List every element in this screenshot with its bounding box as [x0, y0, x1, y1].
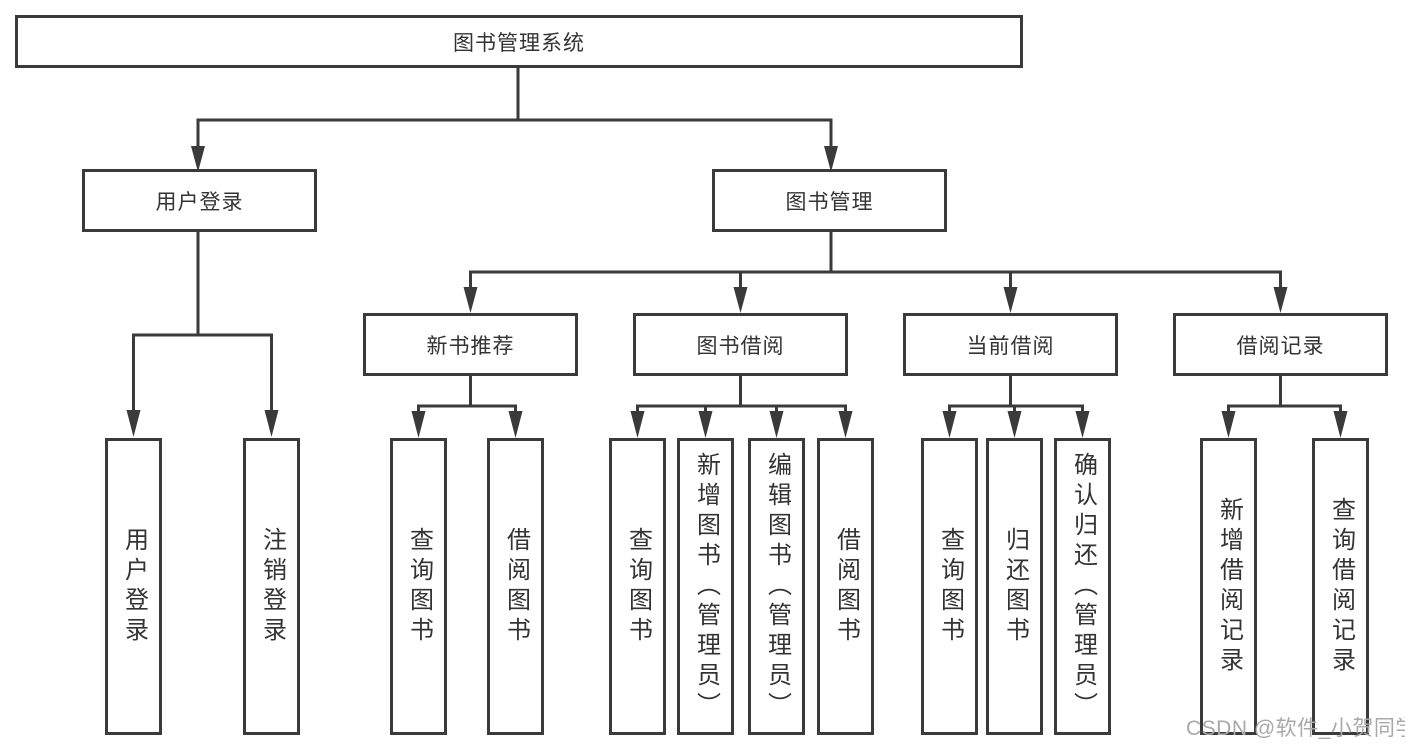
leaf-return-book-label: 归还图书	[1001, 526, 1029, 647]
connector-user-login-to-leaves	[126, 232, 279, 437]
connector-new-book-recommend-to-leaves	[411, 375, 523, 438]
leaf-add-book-admin-label: 新增图书（管理员）	[692, 451, 720, 722]
leaf-query-books-borrowing: 查询图书	[609, 438, 666, 735]
node-new-book-recommend: 新书推荐	[363, 313, 578, 376]
leaf-query-books-borrowing-label: 查询图书	[624, 526, 652, 647]
node-root-label: 图书管理系统	[453, 31, 585, 55]
connector-book-borrowing-to-leaves	[630, 375, 853, 438]
node-new-book-recommend-label: 新书推荐	[426, 334, 515, 358]
leaf-edit-book-admin-label: 编辑图书（管理员）	[763, 451, 791, 722]
leaf-return-book: 归还图书	[986, 438, 1043, 735]
leaf-add-borrow-record: 新增借阅记录	[1200, 438, 1257, 735]
leaf-add-borrow-record-label: 新增借阅记录	[1215, 496, 1243, 677]
leaf-query-books-current: 查询图书	[921, 438, 978, 735]
node-user-login-label: 用户登录	[155, 190, 244, 214]
leaf-add-book-admin: 新增图书（管理员）	[677, 438, 734, 735]
leaf-user-login: 用户登录	[105, 438, 162, 735]
leaf-confirm-return-admin-label: 确认归还（管理员）	[1069, 451, 1097, 722]
leaf-query-borrow-record: 查询借阅记录	[1312, 438, 1369, 735]
csdn-watermark: CSDN @软件_小贺同学	[1186, 717, 1405, 740]
node-current-borrowing: 当前借阅	[903, 313, 1118, 376]
node-root: 图书管理系统	[15, 15, 1023, 68]
leaf-query-books-recommend: 查询图书	[390, 438, 447, 735]
leaf-query-borrow-record-label: 查询借阅记录	[1327, 496, 1355, 677]
connector-book-management-to-level3	[463, 232, 1288, 313]
leaf-borrow-books-recommend-label: 借阅图书	[502, 526, 530, 647]
leaf-borrow-books-recommend: 借阅图书	[487, 438, 544, 735]
node-book-borrowing: 图书借阅	[633, 313, 848, 376]
leaf-logout-label: 注销登录	[258, 526, 286, 647]
leaf-borrow-books-borrowing-label: 借阅图书	[832, 526, 860, 647]
node-user-login: 用户登录	[82, 169, 317, 232]
node-borrowing-records: 借阅记录	[1173, 313, 1388, 376]
node-borrowing-records-label: 借阅记录	[1236, 334, 1325, 358]
leaf-edit-book-admin: 编辑图书（管理员）	[748, 438, 805, 735]
leaf-confirm-return-admin: 确认归还（管理员）	[1054, 438, 1111, 735]
connector-root-to-level2	[191, 68, 838, 172]
connector-borrowing-records-to-leaves	[1221, 375, 1348, 438]
node-book-borrowing-label: 图书借阅	[696, 334, 785, 358]
leaf-query-books-current-label: 查询图书	[936, 526, 964, 647]
leaf-user-login-label: 用户登录	[120, 526, 148, 647]
node-current-borrowing-label: 当前借阅	[966, 334, 1055, 358]
node-book-management-label: 图书管理	[785, 190, 874, 214]
connector-current-borrowing-to-leaves	[942, 375, 1090, 438]
leaf-borrow-books-borrowing: 借阅图书	[817, 438, 874, 735]
node-book-management: 图书管理	[712, 169, 947, 232]
leaf-logout: 注销登录	[243, 438, 300, 735]
leaf-query-books-recommend-label: 查询图书	[405, 526, 433, 647]
